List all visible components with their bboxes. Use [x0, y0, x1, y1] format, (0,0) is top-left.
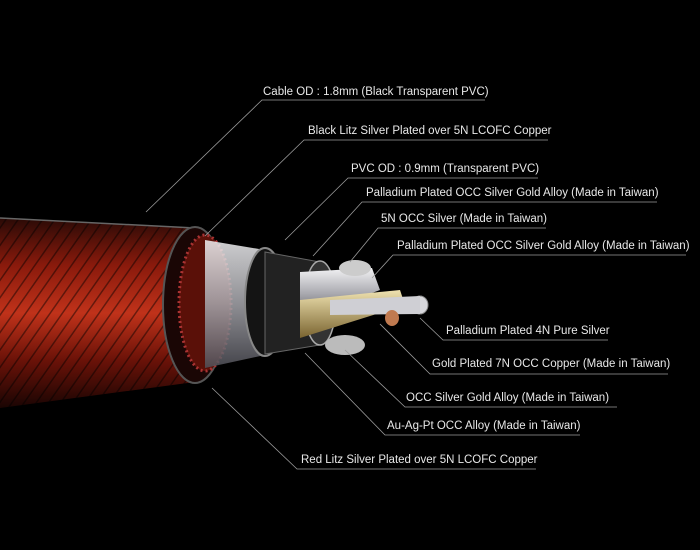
label-pvc-od: PVC OD : 0.9mm (Transparent PVC): [351, 163, 540, 175]
label-au-ag-pt: Au-Ag-Pt OCC Alloy (Made in Taiwan): [387, 420, 581, 432]
label-red-litz: Red Litz Silver Plated over 5N LCOFC Cop…: [301, 454, 538, 466]
label-5n-occ-silver: 5N OCC Silver (Made in Taiwan): [381, 213, 547, 225]
label-palladium-alloy-2: Palladium Plated OCC Silver Gold Alloy (…: [397, 240, 690, 252]
label-cable-od: Cable OD : 1.8mm (Black Transparent PVC): [263, 86, 489, 98]
label-palladium-alloy-1: Palladium Plated OCC Silver Gold Alloy (…: [366, 187, 659, 199]
label-4n-pure-silver: Palladium Plated 4N Pure Silver: [446, 325, 610, 337]
label-occ-silver-gold: OCC Silver Gold Alloy (Made in Taiwan): [406, 392, 610, 404]
leader-lines: [145, 99, 686, 470]
label-black-litz: Black Litz Silver Plated over 5N LCOFC C…: [308, 125, 552, 137]
label-7n-occ-copper: Gold Plated 7N OCC Copper (Made in Taiwa…: [432, 358, 671, 370]
conductor-strands: [300, 260, 429, 355]
